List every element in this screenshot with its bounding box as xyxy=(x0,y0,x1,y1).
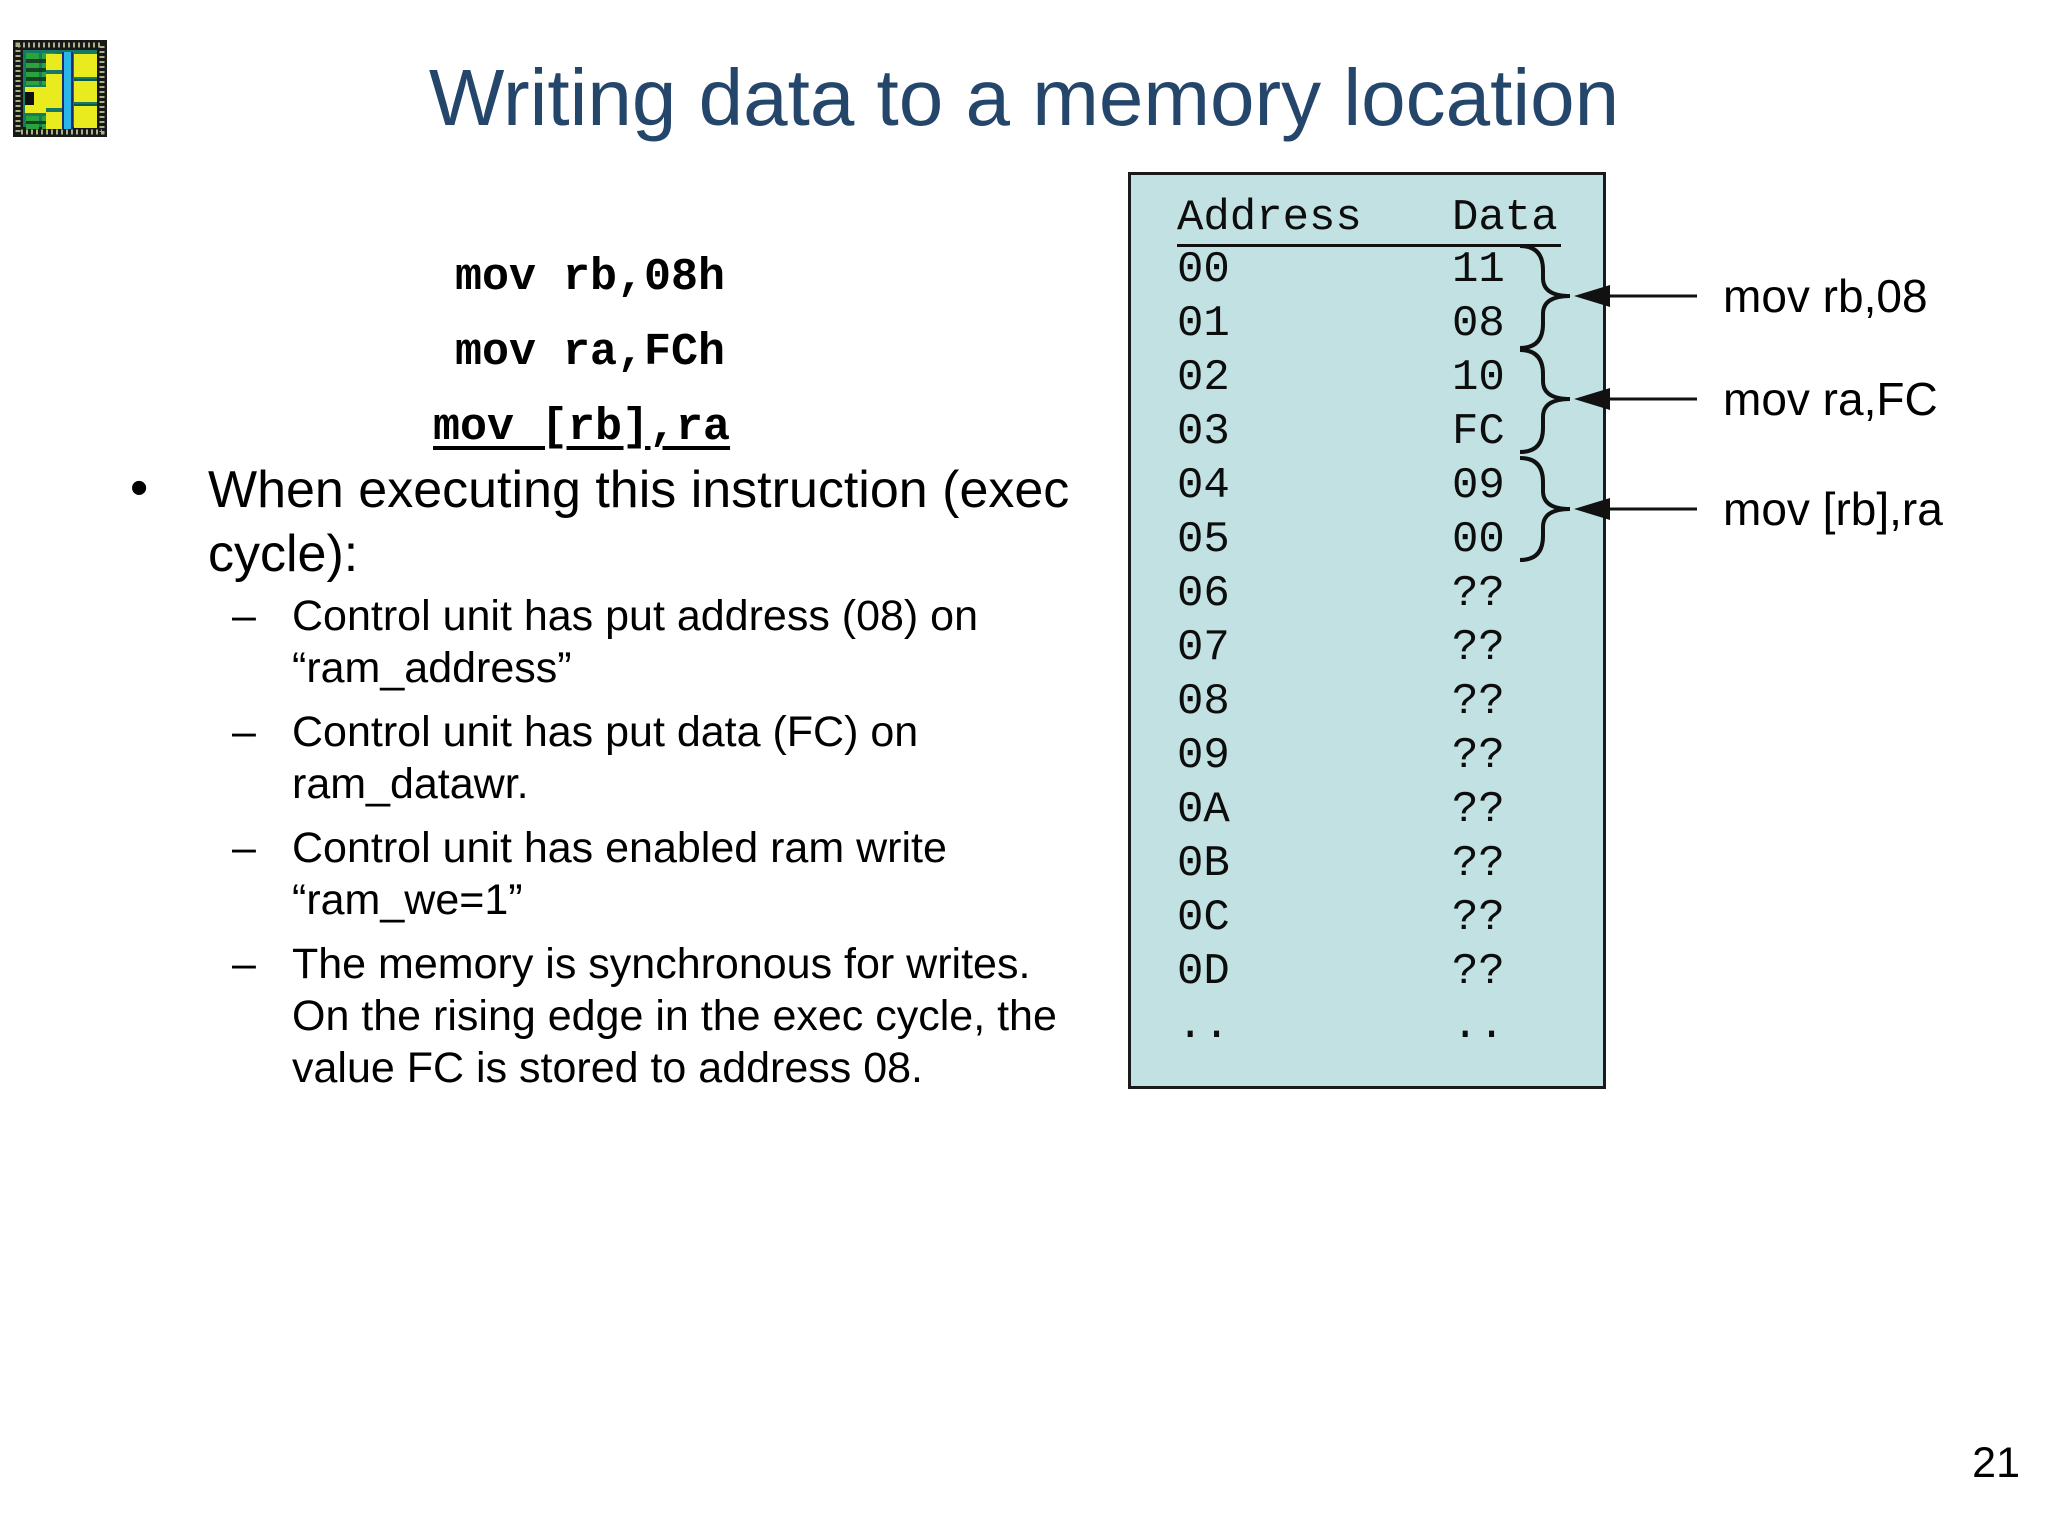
memory-row-data: ?? xyxy=(1452,785,1505,835)
memory-row-address: .. xyxy=(1177,1001,1230,1051)
sub-bullet-text: Control unit has enabled ram write“ram_w… xyxy=(292,822,1132,926)
chip-die-icon xyxy=(13,40,107,137)
code-line-1: mov rb,08h xyxy=(455,252,726,303)
memory-row-address: 0C xyxy=(1177,893,1230,943)
dash-marker: – xyxy=(232,824,256,872)
sub-bullet-item: – Control unit has enabled ram write“ram… xyxy=(232,822,1132,926)
memory-row-data: 11 xyxy=(1452,245,1505,295)
memory-row-address: 08 xyxy=(1177,677,1230,727)
memory-row: 06 ?? xyxy=(1131,567,1603,621)
bullet-line: cycle): xyxy=(208,525,359,583)
memory-table-rows: 00 11 01 08 02 10 03 FC 04 09 05 00 xyxy=(1131,243,1603,1053)
sub-bullet-item: – Control unit has put address (08) on“r… xyxy=(232,590,1132,694)
sub-bullet-line: On the rising edge in the exec cycle, th… xyxy=(292,992,1057,1040)
data-column-header: Data xyxy=(1452,193,1558,243)
memory-row: 09 ?? xyxy=(1131,729,1603,783)
memory-row-address: 02 xyxy=(1177,353,1230,403)
memory-row-address: 0A xyxy=(1177,785,1230,835)
sub-bullet-line: Control unit has enabled ram write xyxy=(292,824,947,872)
dash-marker: – xyxy=(232,708,256,756)
dash-marker: – xyxy=(232,940,256,988)
memory-row: 01 08 xyxy=(1131,297,1603,351)
memory-row: .. .. xyxy=(1131,999,1603,1053)
memory-row-address: 03 xyxy=(1177,407,1230,457)
memory-row-address: 0D xyxy=(1177,947,1230,997)
sub-bullet-line: Control unit has put data (FC) on xyxy=(292,708,919,756)
header-underline xyxy=(1177,244,1561,247)
code-line-3-underlined: mov [rb],ra xyxy=(433,402,731,453)
bullet-line: When executing this instruction (exec xyxy=(208,461,1070,519)
bullet-text: When executing this instruction (exec cy… xyxy=(208,458,1120,586)
memory-row: 00 11 xyxy=(1131,243,1603,297)
memory-row: 0B ?? xyxy=(1131,837,1603,891)
memory-row-address: 00 xyxy=(1177,245,1230,295)
annotation-label-mov-rbra: mov [rb],ra xyxy=(1723,483,1943,535)
memory-row: 07 ?? xyxy=(1131,621,1603,675)
sub-bullet-text: Control unit has put address (08) on“ram… xyxy=(292,590,1132,694)
dash-marker: – xyxy=(232,592,256,640)
sub-bullet-line: “ram_address” xyxy=(292,644,572,692)
memory-row-data: ?? xyxy=(1452,839,1505,889)
memory-row-data: ?? xyxy=(1452,677,1505,727)
memory-row: 02 10 xyxy=(1131,351,1603,405)
page-title: Writing data to a memory location xyxy=(428,53,1620,142)
memory-row: 0D ?? xyxy=(1131,945,1603,999)
sub-bullet-list: – Control unit has put address (08) on“r… xyxy=(232,590,1132,1106)
memory-row-data: 10 xyxy=(1452,353,1505,403)
memory-row: 0C ?? xyxy=(1131,891,1603,945)
memory-row: 05 00 xyxy=(1131,513,1603,567)
memory-row-data: FC xyxy=(1452,407,1505,457)
bullet-marker: • xyxy=(130,459,149,517)
memory-row-address: 05 xyxy=(1177,515,1230,565)
sub-bullet-text: The memory is synchronous for writes.On … xyxy=(292,938,1132,1094)
memory-row-data: 00 xyxy=(1452,515,1505,565)
memory-row: 04 09 xyxy=(1131,459,1603,513)
code-line-2: mov ra,FCh xyxy=(455,327,726,378)
sub-bullet-line: Control unit has put address (08) on xyxy=(292,592,979,640)
memory-row-data: 08 xyxy=(1452,299,1505,349)
sub-bullet-line: value FC is stored to address 08. xyxy=(292,1044,923,1092)
annotation-label-mov-rafc: mov ra,FC xyxy=(1723,373,1938,425)
page-number: 21 xyxy=(1972,1439,2020,1487)
memory-row: 03 FC xyxy=(1131,405,1603,459)
memory-row-data: ?? xyxy=(1452,623,1505,673)
memory-row-address: 07 xyxy=(1177,623,1230,673)
address-column-header: Address xyxy=(1177,193,1362,243)
annotation-label-mov-rb08: mov rb,08 xyxy=(1723,270,1928,322)
bullet-item: • When executing this instruction (exec … xyxy=(130,458,1120,586)
memory-row-address: 04 xyxy=(1177,461,1230,511)
sub-bullet-line: ram_datawr. xyxy=(292,760,529,808)
memory-row-data: .. xyxy=(1452,1001,1505,1051)
memory-row-data: ?? xyxy=(1452,731,1505,781)
sub-bullet-item: – The memory is synchronous for writes.O… xyxy=(232,938,1132,1094)
memory-table: Address Data 00 11 01 08 02 10 03 FC 04 xyxy=(1128,172,1606,1089)
memory-row: 08 ?? xyxy=(1131,675,1603,729)
memory-row-address: 01 xyxy=(1177,299,1230,349)
memory-row-address: 06 xyxy=(1177,569,1230,619)
sub-bullet-line: “ram_we=1” xyxy=(292,876,523,924)
memory-row-address: 0B xyxy=(1177,839,1230,889)
memory-row-data: ?? xyxy=(1452,569,1505,619)
memory-row-data: ?? xyxy=(1452,947,1505,997)
memory-row-data: ?? xyxy=(1452,893,1505,943)
memory-row-data: 09 xyxy=(1452,461,1505,511)
memory-row: 0A ?? xyxy=(1131,783,1603,837)
sub-bullet-line: The memory is synchronous for writes. xyxy=(292,940,1031,988)
memory-row-address: 09 xyxy=(1177,731,1230,781)
